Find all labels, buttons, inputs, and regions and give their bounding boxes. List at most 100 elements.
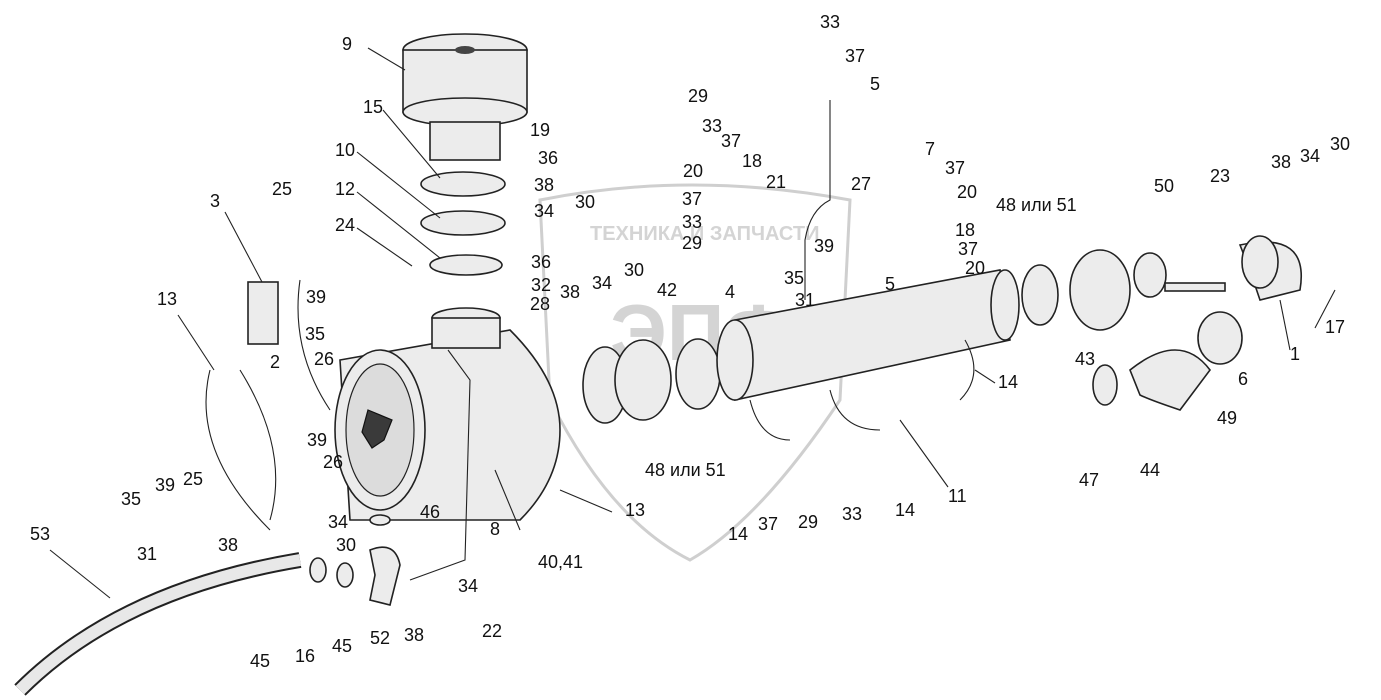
label-38e: 38 [1271,152,1291,172]
label-9: 9 [342,34,352,54]
label-30a: 30 [575,192,595,212]
label-33d: 33 [842,504,862,524]
label-36b: 36 [531,252,551,272]
label-44: 44 [1140,460,1160,480]
label-29a: 29 [688,86,708,106]
label-39c: 39 [155,475,175,495]
label-1: 1 [1290,344,1300,364]
label-21: 21 [766,172,786,192]
label-29c: 29 [798,512,818,532]
drain-elbow [309,514,401,606]
label-33a: 33 [820,12,840,32]
label-34a: 34 [534,201,554,221]
label-39a: 39 [306,287,326,307]
label-27: 27 [851,174,871,194]
label-52: 52 [370,628,390,648]
label-36a: 36 [538,148,558,168]
label-48a: 48 или 51 [996,195,1077,215]
label-25a: 25 [272,179,292,199]
label-26a: 26 [314,349,334,369]
label-11: 11 [948,486,967,506]
connector-hose [582,338,721,424]
label-31b: 31 [795,290,815,310]
label-29b: 29 [682,233,702,253]
label-39b: 39 [307,430,327,450]
label-25b: 25 [183,469,203,489]
label-50: 50 [1154,176,1174,196]
label-16: 16 [295,646,315,666]
label-30b: 30 [624,260,644,280]
label-30d: 30 [1330,134,1350,154]
label-34c: 34 [328,512,348,532]
label-34d: 34 [458,576,478,596]
tube-vertical [804,100,831,300]
label-8: 8 [490,519,500,539]
label-40-41: 40,41 [538,552,583,572]
label-19: 19 [530,120,550,140]
label-33c: 33 [682,212,702,232]
label-34b: 34 [592,273,612,293]
label-33b: 33 [702,116,722,136]
watermark-text: ТЕХНИКА И ЗАПЧАСТИ [590,223,819,245]
gaskets [420,171,506,276]
label-20c: 20 [965,258,985,278]
clamp-14a [959,339,975,401]
label-30c: 30 [336,535,356,555]
label-20b: 20 [957,182,977,202]
label-23: 23 [1210,166,1230,186]
label-18a: 18 [742,151,762,171]
label-26b: 26 [323,452,343,472]
clamp-14b [829,389,881,431]
label-28: 28 [530,294,550,314]
bracket [247,281,279,345]
label-47: 47 [1079,470,1099,490]
label-38c: 38 [218,535,238,555]
label-5a: 5 [870,74,880,94]
label-37b: 37 [721,131,741,151]
label-15: 15 [363,97,383,117]
label-3: 3 [210,191,220,211]
clamp-top [297,279,331,411]
label-43: 43 [1075,349,1095,369]
label-10: 10 [335,140,355,160]
precleaner-cap [402,33,528,161]
label-14b: 14 [895,500,915,520]
label-53: 53 [30,524,50,544]
label-45b: 45 [332,636,352,656]
callout-labels: 1 2 3 4 5 5 6 7 8 9 10 11 12 13 13 14 14… [30,12,1350,671]
label-13a: 13 [157,289,177,309]
label-42: 42 [657,280,677,300]
air-cleaner-body [334,329,561,521]
elbow-fittings [1021,235,1302,411]
label-14a: 14 [998,372,1018,392]
clamp-left [205,369,271,531]
label-38d: 38 [404,625,424,645]
label-49: 49 [1217,408,1237,428]
label-22: 22 [482,621,502,641]
label-37a: 37 [845,46,865,66]
bracket-vertical [409,349,471,581]
label-35c: 35 [784,268,804,288]
label-7: 7 [925,139,935,159]
label-35b: 35 [121,489,141,509]
label-20a: 20 [683,161,703,181]
label-18b: 18 [955,220,975,240]
label-38a: 38 [534,175,554,195]
clamp-14c [749,399,791,441]
label-17: 17 [1325,317,1345,337]
label-31a: 31 [137,544,157,564]
label-46: 46 [420,502,440,522]
label-45a: 45 [250,651,270,671]
label-13b: 13 [625,500,645,520]
leader-lines [49,47,1336,599]
label-37c: 37 [682,189,702,209]
pipe-main [716,269,1020,401]
label-24: 24 [335,215,355,235]
label-14c: 14 [728,524,748,544]
label-4: 4 [725,282,735,302]
label-32: 32 [531,275,551,295]
clamp-mid [239,369,277,521]
label-5b: 5 [885,274,895,294]
